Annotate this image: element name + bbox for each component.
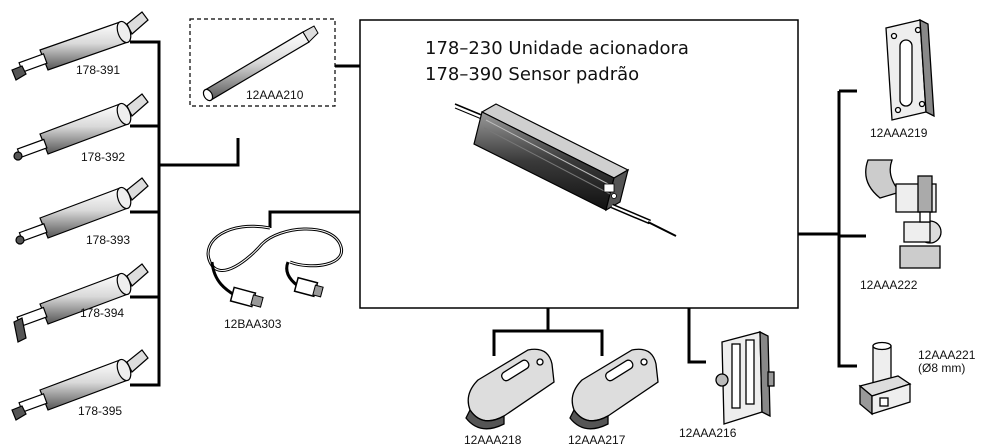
adapter-illustrations: [465, 348, 659, 430]
pin-adapter-note: (Ø8 mm): [918, 361, 966, 375]
stylus-label-3: 178-393: [86, 233, 131, 247]
stylus-label-5: 178-395: [78, 404, 123, 418]
drive-unit-illustration: [454, 103, 677, 237]
main-unit-title-line2: 178–390 Sensor padrão: [425, 64, 640, 85]
plate-holder-label: 12AAA219: [870, 126, 928, 140]
clamp-illustration: [865, 159, 942, 269]
pin-adapter-illustration: [858, 341, 912, 416]
stylus-label-1: 178-391: [76, 63, 121, 77]
stylus-label-4: 178-394: [80, 306, 125, 320]
adapter-b-label: 12AAA217: [568, 433, 626, 447]
extension-rod-box: [189, 18, 336, 107]
extension-rod-label: 12AAA210: [246, 88, 304, 102]
main-unit-title-line1: 178–230 Unidade acionadora: [425, 38, 689, 59]
clamp-label: 12AAA222: [860, 278, 918, 292]
stand-illustration: [715, 330, 775, 425]
adapter-a-label: 12AAA218: [464, 433, 522, 447]
extension-rod-illustration: [202, 25, 319, 102]
cable-illustration: [206, 224, 344, 308]
cable-label: 12BAA303: [224, 317, 282, 331]
pin-adapter-label: 12AAA221: [918, 348, 976, 362]
stylus-illustrations: [11, 11, 149, 421]
plate-holder-illustration: [885, 18, 935, 121]
stylus-label-2: 178-392: [81, 150, 126, 164]
stand-label: 12AAA216: [679, 426, 737, 440]
connector-lines: [130, 40, 866, 387]
